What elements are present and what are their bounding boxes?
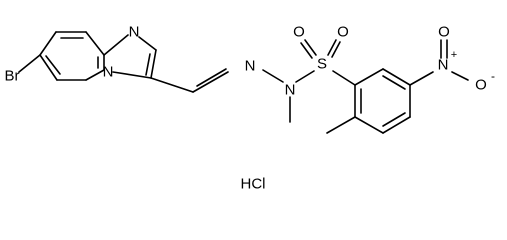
atom-ring-nitrogen-bridge: N (103, 64, 114, 81)
atom-sulfur: S (317, 56, 327, 73)
bond-ar-c5-c6 (354, 116, 384, 134)
structure-svg: Br N N N N S O O N + O O - HCl (5, 24, 496, 193)
bond-c4-n4 (85, 69, 105, 81)
bond-c8a-n1 (103, 34, 129, 56)
bond-ar-c4-c5-inner (382, 112, 406, 127)
atom-nitro-n: N (438, 57, 449, 74)
atom-ring-nitrogen-top: N (129, 24, 140, 41)
bond-c8a-c8 (85, 31, 105, 56)
atom-nitro-plus: + (451, 49, 457, 61)
bond-n-n (262, 69, 284, 83)
bond-c7-c6 (39, 31, 57, 56)
bond-s-o-left (304, 39, 317, 56)
bond-n-s (295, 70, 315, 83)
bond-s-o-right (327, 39, 337, 56)
bond-ch-n-inner (196, 68, 227, 87)
atom-nitro-o-minus: O (475, 77, 487, 94)
bond-ch-n (192, 71, 229, 93)
bond-c6-br (18, 54, 41, 73)
bond-n1-c2 (138, 36, 157, 51)
bond-c3-n4 (112, 71, 152, 79)
bond-s-o-left-inner (300, 42, 313, 59)
bond-s-aryl (332, 70, 356, 86)
bond-c3-ch (150, 77, 194, 93)
bond-ar-c1-c2 (354, 68, 384, 86)
bond-ar-no2 (409, 71, 434, 86)
bond-ar-c2-c3-inner (382, 75, 406, 90)
bond-c6-c5-inner (45, 55, 61, 75)
bond-c2-c3-inner (145, 53, 151, 76)
bond-c2-c3 (150, 49, 157, 79)
salt-label: HCl (241, 176, 266, 193)
atom-hydrazone-n1: N (245, 58, 256, 75)
atom-sulfonyl-o-right: O (337, 24, 349, 41)
bond-ar-c2-c3 (382, 68, 411, 86)
atom-nitro-minus: - (491, 69, 495, 83)
bond-ar-c4-c5 (382, 116, 411, 134)
atom-hydrazone-n2: N (285, 82, 296, 99)
atom-sulfonyl-o-left: O (293, 24, 305, 41)
atom-bromine: Br (5, 68, 20, 85)
bond-s-o-right-inner (331, 41, 341, 58)
molecule-drawing: Br N N N N S O O N + O O - HCl (5, 24, 496, 193)
bond-n-o-minus (451, 71, 469, 81)
atom-labels: Br N N N N S O O N + O O - (5, 24, 496, 99)
bond-c6-c5 (39, 54, 58, 81)
atom-nitro-o-top: O (438, 24, 450, 41)
bonds (18, 31, 469, 134)
bond-ar-methyl (326, 116, 356, 134)
